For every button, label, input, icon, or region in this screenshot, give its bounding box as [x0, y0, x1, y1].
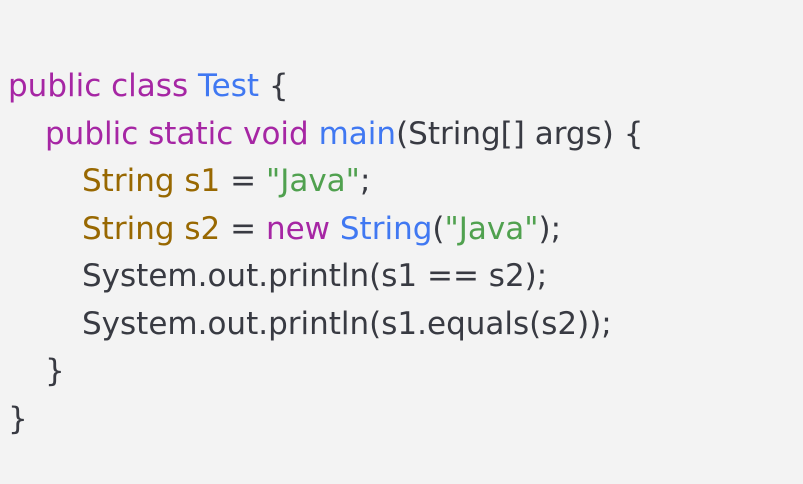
- code-line-3: String s1 = "Java";: [8, 158, 643, 206]
- string-literal: "Java": [444, 210, 539, 247]
- class-name: Test: [197, 68, 260, 104]
- code-line-6: System.out.println(s1.equals(s2));: [8, 301, 643, 349]
- variable-declaration: String s2: [82, 210, 221, 247]
- close-paren-semicolon: );: [538, 210, 562, 247]
- close-brace: }: [8, 400, 28, 437]
- code-block: public class Test {public static void ma…: [8, 63, 643, 443]
- keyword-static: static: [148, 115, 234, 152]
- keyword-class: class: [111, 68, 189, 104]
- semicolon: ;: [359, 163, 371, 199]
- code-line-2: public static void main(String[] args) {: [8, 111, 643, 159]
- code-line-5: System.out.println(s1 == s2);: [8, 253, 643, 301]
- keyword-public: public: [8, 68, 102, 104]
- println-equality: System.out.println(s1 == s2);: [82, 258, 548, 294]
- code-line-8: }: [8, 396, 643, 444]
- open-brace: {: [268, 68, 289, 104]
- open-paren: (: [432, 210, 445, 247]
- code-line-4: String s2 = new String("Java");: [8, 206, 643, 254]
- keyword-public: public: [45, 115, 139, 152]
- println-equals: System.out.println(s1.equals(s2));: [82, 305, 612, 342]
- code-line-1: public class Test {: [8, 63, 643, 111]
- assign-operator: =: [220, 163, 266, 199]
- close-brace: }: [45, 353, 65, 389]
- method-name: main: [318, 115, 397, 152]
- class-name: String: [339, 210, 433, 247]
- keyword-new: new: [265, 210, 331, 247]
- variable-declaration: String s1: [82, 163, 221, 199]
- string-literal: "Java": [265, 163, 360, 199]
- method-params: (String[] args) {: [396, 115, 644, 152]
- code-line-7: }: [8, 348, 643, 396]
- keyword-void: void: [243, 115, 309, 152]
- assign-operator: =: [220, 210, 266, 247]
